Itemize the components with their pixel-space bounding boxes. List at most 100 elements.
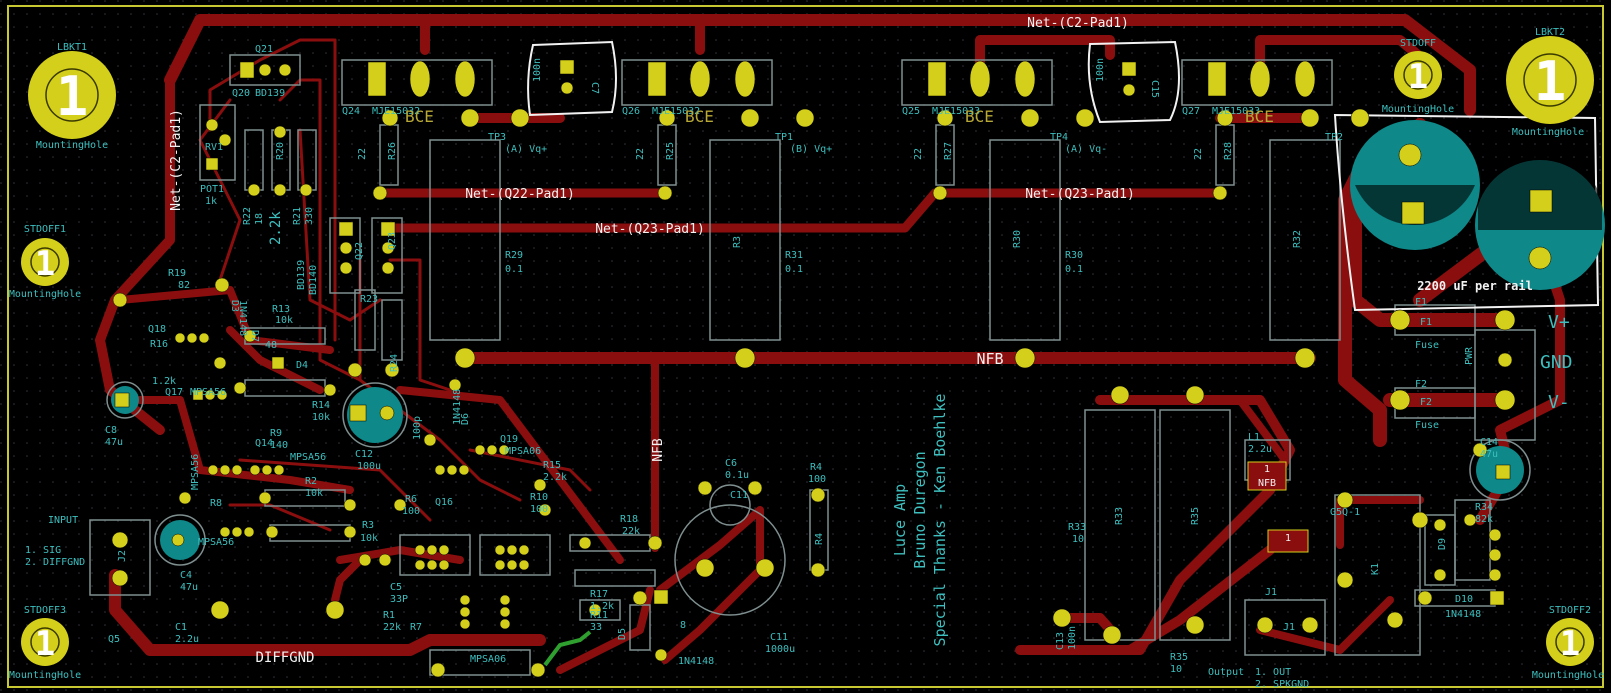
pad-c4-sq (171, 533, 185, 547)
pad-q21-2 (258, 63, 272, 77)
label-f1-inner: F1 (1420, 317, 1432, 328)
pad-q23-2 (381, 241, 395, 255)
pad-r28-bot (1212, 185, 1228, 201)
r11-outline (579, 599, 621, 621)
pad-q14-1 (207, 464, 219, 476)
pad-r22-a (247, 183, 261, 197)
label-r10-val: 100 (530, 504, 548, 515)
label-mpsa06: MPSA06 (505, 446, 541, 457)
credit-line-1: Luce Amp (891, 484, 909, 556)
track-left-thin (208, 38, 337, 342)
track-left-thin-5 (388, 258, 482, 402)
label-r3b-val: 10k (360, 533, 378, 544)
label-r26: R26 (387, 142, 398, 160)
pad-c12-sq (349, 404, 367, 422)
pad-r2-a (258, 491, 272, 505)
lbkt2-value: MountingHole (1512, 127, 1584, 138)
pad-c6-a (697, 480, 713, 496)
c12-outline (342, 382, 408, 448)
label-d6: D6 (460, 413, 471, 425)
label-d9: D9 (1437, 538, 1448, 550)
pad-j1-1 (1256, 616, 1274, 634)
label-r19: R19 (168, 268, 186, 279)
q27-value: MJE15033 (1212, 106, 1260, 117)
label-r28-val: 22 (1193, 148, 1204, 160)
q24-marking: BCE (405, 107, 434, 126)
label-r26-val: 22 (357, 148, 368, 160)
pad-q6-5 (426, 559, 438, 571)
pad-r20-a (273, 125, 287, 139)
pad-r25-bot (657, 185, 673, 201)
net-label-nfb: NFB (976, 350, 1003, 368)
pad-j1-2 (1301, 616, 1319, 634)
r35-outline (1159, 409, 1231, 641)
lbkt1-ref: LBKT1 (57, 42, 87, 53)
c8-outline (106, 381, 144, 419)
label-r2: R2 (305, 476, 317, 487)
label-r6-val: 100 (402, 506, 420, 517)
q25-ref: Q25 (902, 106, 920, 117)
label-j1: J1 (1265, 587, 1277, 598)
label-vminus: V- (1548, 392, 1570, 413)
q23-outline (371, 217, 403, 294)
pad-bulk-2-sq (1529, 189, 1553, 213)
pad-rv1-2 (205, 157, 219, 171)
label-j1-inner: J1 (1283, 622, 1295, 633)
r3-outline (709, 139, 781, 341)
q26-pad-3 (734, 60, 756, 98)
label-r4b: R4 (814, 533, 825, 545)
pad-q7-4 (494, 559, 506, 571)
net-label-c2-top: Net-(C2-Pad1) (1027, 16, 1129, 31)
pad-q16-2 (446, 464, 458, 476)
pad-q6-1 (414, 544, 426, 556)
label-c6-val: 0.1u (725, 470, 749, 481)
q26-pad-1 (647, 61, 667, 97)
q27-pad-2 (1249, 60, 1271, 98)
c11-outline (674, 504, 786, 616)
label-d4: D4 (296, 360, 308, 371)
label-c7-val: 100n (532, 58, 543, 82)
annotation-c7-box (527, 40, 617, 117)
pad-q13-3 (243, 526, 255, 538)
pad-rv1-3 (218, 133, 232, 147)
q24-tp-label: (A) Vq+ (505, 144, 547, 155)
label-d5: D5 (617, 628, 628, 640)
track-c2-net-top (164, 14, 1476, 116)
pad-q14-3 (231, 464, 243, 476)
pad-q19-3 (498, 444, 510, 456)
pad-r34-4 (1488, 568, 1502, 582)
label-r30a: R30 (1012, 230, 1023, 248)
q7-outline (479, 534, 551, 576)
pad-k1-1 (1336, 491, 1354, 509)
q26-value: MJE15032 (652, 106, 700, 117)
label-d5-val: 1N4148 (678, 656, 714, 667)
pad-q19-2 (486, 444, 498, 456)
label-r7: R7 (410, 622, 422, 633)
label-r25-val: 22 (635, 148, 646, 160)
label-c8: C8 (105, 425, 117, 436)
q25-tp: TP4 (1050, 132, 1068, 143)
label-r17-val: 1.2k (590, 601, 614, 612)
pad-r8-a (178, 491, 192, 505)
track-mid-2 (656, 506, 764, 664)
label-r3: R3 (732, 236, 743, 248)
smd-pad-2-number: 1 (1285, 533, 1291, 544)
label-r34: R34 (1475, 502, 1493, 513)
stdoff3-value: MountingHole (9, 670, 81, 681)
j1-outline (1244, 599, 1326, 656)
label-j2: J2 (117, 550, 128, 562)
pad-q13-1 (219, 526, 231, 538)
pad-q17-1 (192, 389, 204, 401)
pad-c15-1 (1121, 61, 1137, 77)
label-2-2k: 2.2k (268, 211, 284, 245)
pad-r35-b (1185, 615, 1205, 635)
r24-outline (381, 299, 403, 361)
label-r34-val: 82k (1475, 514, 1493, 525)
stdoff1-value: MountingHole (9, 289, 81, 300)
q24-ref: Q24 (342, 106, 360, 117)
pad-rv1-1 (205, 118, 219, 132)
label-mpsa06-b: MPSA06 (470, 654, 506, 665)
q26-pad-2 (689, 60, 711, 98)
k1-outline (1334, 494, 1421, 656)
pad-q18-1 (174, 332, 186, 344)
